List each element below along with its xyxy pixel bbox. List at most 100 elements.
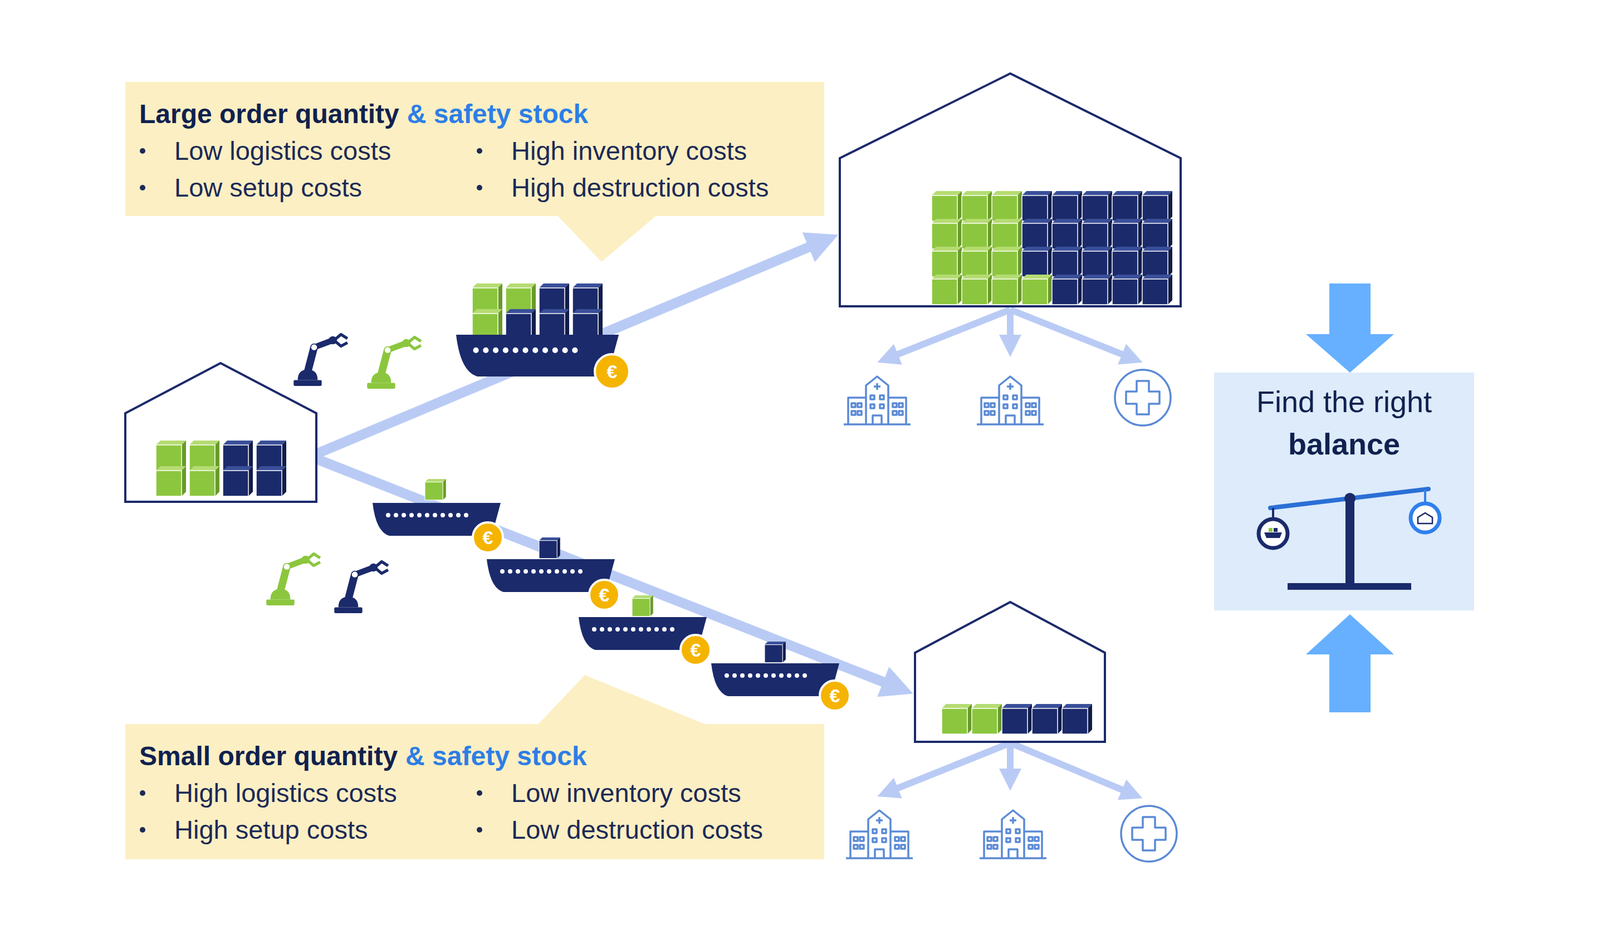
cube [931, 191, 962, 222]
cost-label: € [690, 639, 702, 661]
bullet-dot [476, 790, 483, 796]
bullet-dot [476, 148, 483, 154]
small-warehouse [915, 602, 1105, 742]
cube [256, 466, 287, 497]
cube [1021, 191, 1053, 222]
hospital-icon [843, 376, 911, 425]
bullet-text: Low logistics costs [174, 135, 391, 167]
coin [594, 354, 630, 389]
bullet-dot [139, 790, 146, 796]
cube [1112, 191, 1143, 222]
cube [931, 218, 962, 249]
cost-label: € [599, 584, 610, 606]
cube [1052, 191, 1083, 222]
cube [572, 283, 603, 314]
bullet-item: Low logistics costs [139, 135, 391, 167]
arrow-shaft [1329, 283, 1371, 337]
cube [971, 703, 1002, 735]
heading-row: Small order quantity& safety stock [139, 740, 587, 772]
cost-label: € [607, 360, 618, 383]
bullet-text: High inventory costs [511, 135, 747, 167]
cube [961, 191, 992, 222]
medical-cross-icon [1121, 805, 1177, 862]
emphasis-text: balance [1214, 428, 1475, 460]
cube [505, 283, 536, 314]
cube [991, 218, 1022, 249]
cube [764, 641, 786, 663]
distribution-arrow [893, 742, 1011, 790]
distribution-arrow [1010, 309, 1127, 356]
cube [1052, 246, 1083, 277]
callout-box: Large order quantity& safety stockLow lo… [125, 81, 825, 217]
cube [155, 466, 187, 497]
bullet-dot [139, 827, 146, 833]
large-ship [456, 283, 619, 377]
cube [222, 440, 253, 471]
distribution-arrow [893, 309, 1011, 356]
cost-label: € [829, 684, 841, 707]
robot-arm [293, 334, 348, 386]
bullet-item: High logistics costs [139, 777, 398, 809]
cube [424, 478, 447, 501]
cube [472, 283, 503, 314]
callout-pointer [556, 214, 658, 262]
cube [572, 309, 603, 340]
cube [991, 191, 1022, 222]
subheading-text: & safety stock [405, 740, 587, 772]
arrow-shaft [1329, 652, 1371, 713]
cube [1142, 246, 1173, 277]
cube [539, 309, 570, 340]
arrow-head [1305, 334, 1394, 373]
box-text: Find the right [1214, 385, 1475, 418]
cube [1142, 191, 1173, 222]
heading-text: Large order quantity [139, 98, 400, 130]
bullet-item: Low inventory costs [476, 777, 742, 809]
large-stock [931, 191, 1173, 305]
cost-coins [472, 354, 850, 711]
large-warehouse [839, 73, 1181, 307]
cube [1142, 274, 1173, 305]
robot-arm [334, 561, 389, 614]
cube [1052, 218, 1083, 249]
cube [1001, 703, 1032, 735]
cube [1142, 218, 1173, 249]
cube [1082, 191, 1113, 222]
cube [961, 246, 992, 277]
cube [1031, 703, 1063, 735]
robot-arm [266, 554, 321, 606]
cube [961, 218, 992, 249]
coin [819, 680, 850, 711]
source-stock [155, 440, 287, 497]
bullet-text: High setup costs [174, 814, 368, 846]
cube [1112, 246, 1143, 277]
cube [931, 274, 962, 305]
cube [189, 466, 220, 497]
medical-cross-icon [1114, 369, 1171, 426]
distribution-arrows [893, 309, 1127, 792]
cube [1082, 274, 1113, 305]
distribution-arrow [1010, 742, 1127, 792]
bullet-item: Low destruction costs [476, 814, 763, 846]
bullet-text: High logistics costs [174, 777, 398, 809]
bullet-item: High destruction costs [476, 172, 769, 204]
coin [589, 579, 620, 610]
bullet-text: High destruction costs [511, 172, 769, 204]
cube [1082, 246, 1113, 277]
cube [472, 309, 503, 340]
callout-box: Small order quantity& safety stockHigh l… [125, 723, 825, 860]
cube [505, 309, 536, 340]
hospital-icon [845, 810, 913, 859]
robot-arm [367, 337, 422, 389]
cube [256, 440, 287, 471]
cube [961, 274, 992, 305]
bullet-dot [476, 827, 483, 833]
small-ships [372, 478, 840, 697]
cube [1112, 218, 1143, 249]
cube [539, 283, 570, 314]
bullet-item: High inventory costs [476, 135, 747, 167]
balance-box: Find the right balance [1214, 372, 1475, 611]
bullet-text: Low inventory costs [511, 777, 742, 809]
cube [155, 440, 187, 471]
cube [931, 246, 962, 277]
